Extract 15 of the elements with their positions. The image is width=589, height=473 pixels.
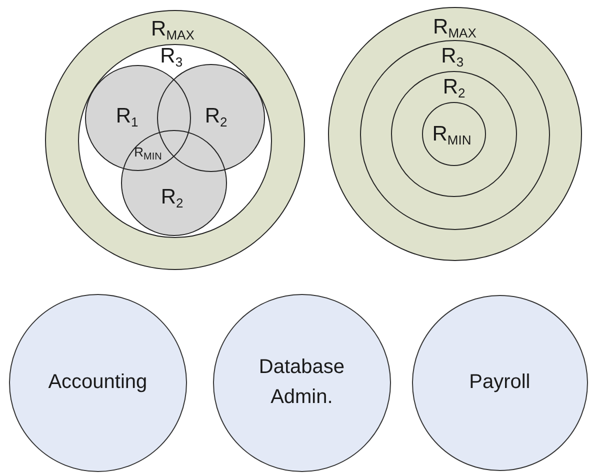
radius-label: R$_{3}$ [441, 46, 464, 69]
node-label: Accounting [47, 370, 148, 395]
radius-label: R$_{2}$ [442, 76, 466, 100]
radius-label: R$_{2}$ [204, 106, 228, 129]
radius-label: R$_{MAX}$ [433, 16, 476, 40]
radius-label: R$_{3}$ [160, 46, 183, 69]
node-label: Payroll [468, 370, 532, 395]
radius-label: R$_{MAX}$ [151, 18, 194, 42]
circle [85, 65, 192, 172]
node-label: Database Admin. [258, 354, 346, 410]
radius-label: R$_{MIN}$ [432, 123, 472, 146]
radius-label: R$_{1}$ [116, 106, 138, 129]
radius-label: R$_{MIN}$ [134, 146, 162, 162]
circle [121, 130, 228, 236]
radius-label: R$_{2}$ [160, 186, 184, 210]
